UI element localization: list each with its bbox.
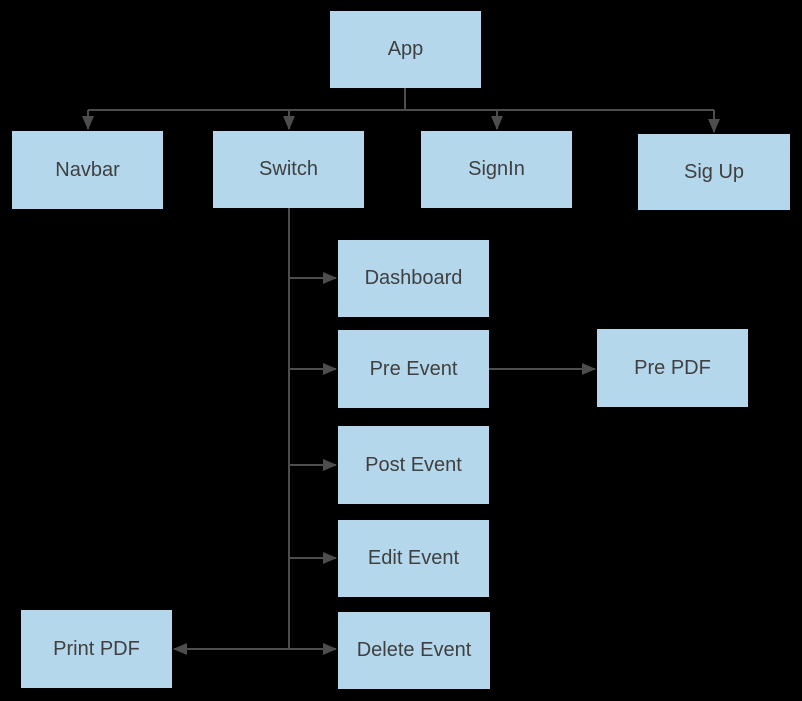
- node-dashboard-label: Dashboard: [364, 267, 463, 289]
- node-dashboard[interactable]: Dashboard: [338, 240, 489, 317]
- node-signin[interactable]: SignIn: [421, 131, 572, 208]
- node-switch[interactable]: Switch: [213, 131, 364, 208]
- node-sigup[interactable]: Sig Up: [638, 134, 790, 210]
- node-print-pdf-label: Print PDF: [53, 637, 140, 660]
- node-edit-event[interactable]: Edit Event: [338, 520, 489, 597]
- node-app-label: App: [387, 38, 424, 60]
- node-navbar-label: Navbar: [55, 158, 120, 181]
- node-signin-label: SignIn: [468, 158, 525, 180]
- node-post-event[interactable]: Post Event: [338, 426, 489, 504]
- node-post-event-label: Post Event: [365, 453, 462, 476]
- node-pre-event[interactable]: Pre Event: [338, 330, 489, 408]
- node-navbar[interactable]: Navbar: [12, 131, 163, 209]
- node-sigup-label: Sig Up: [683, 160, 745, 183]
- node-delete-event-label: Delete Event: [356, 639, 472, 661]
- node-pre-pdf[interactable]: Pre PDF: [597, 329, 748, 407]
- node-edit-event-label: Edit Event: [367, 547, 460, 569]
- node-delete-event[interactable]: Delete Event: [338, 612, 490, 689]
- node-pre-pdf-label: Pre PDF: [634, 356, 711, 379]
- node-app[interactable]: App: [330, 11, 481, 88]
- node-pre-event-label: Pre Event: [369, 357, 458, 380]
- node-print-pdf[interactable]: Print PDF: [21, 610, 172, 688]
- node-switch-label: Switch: [259, 158, 318, 180]
